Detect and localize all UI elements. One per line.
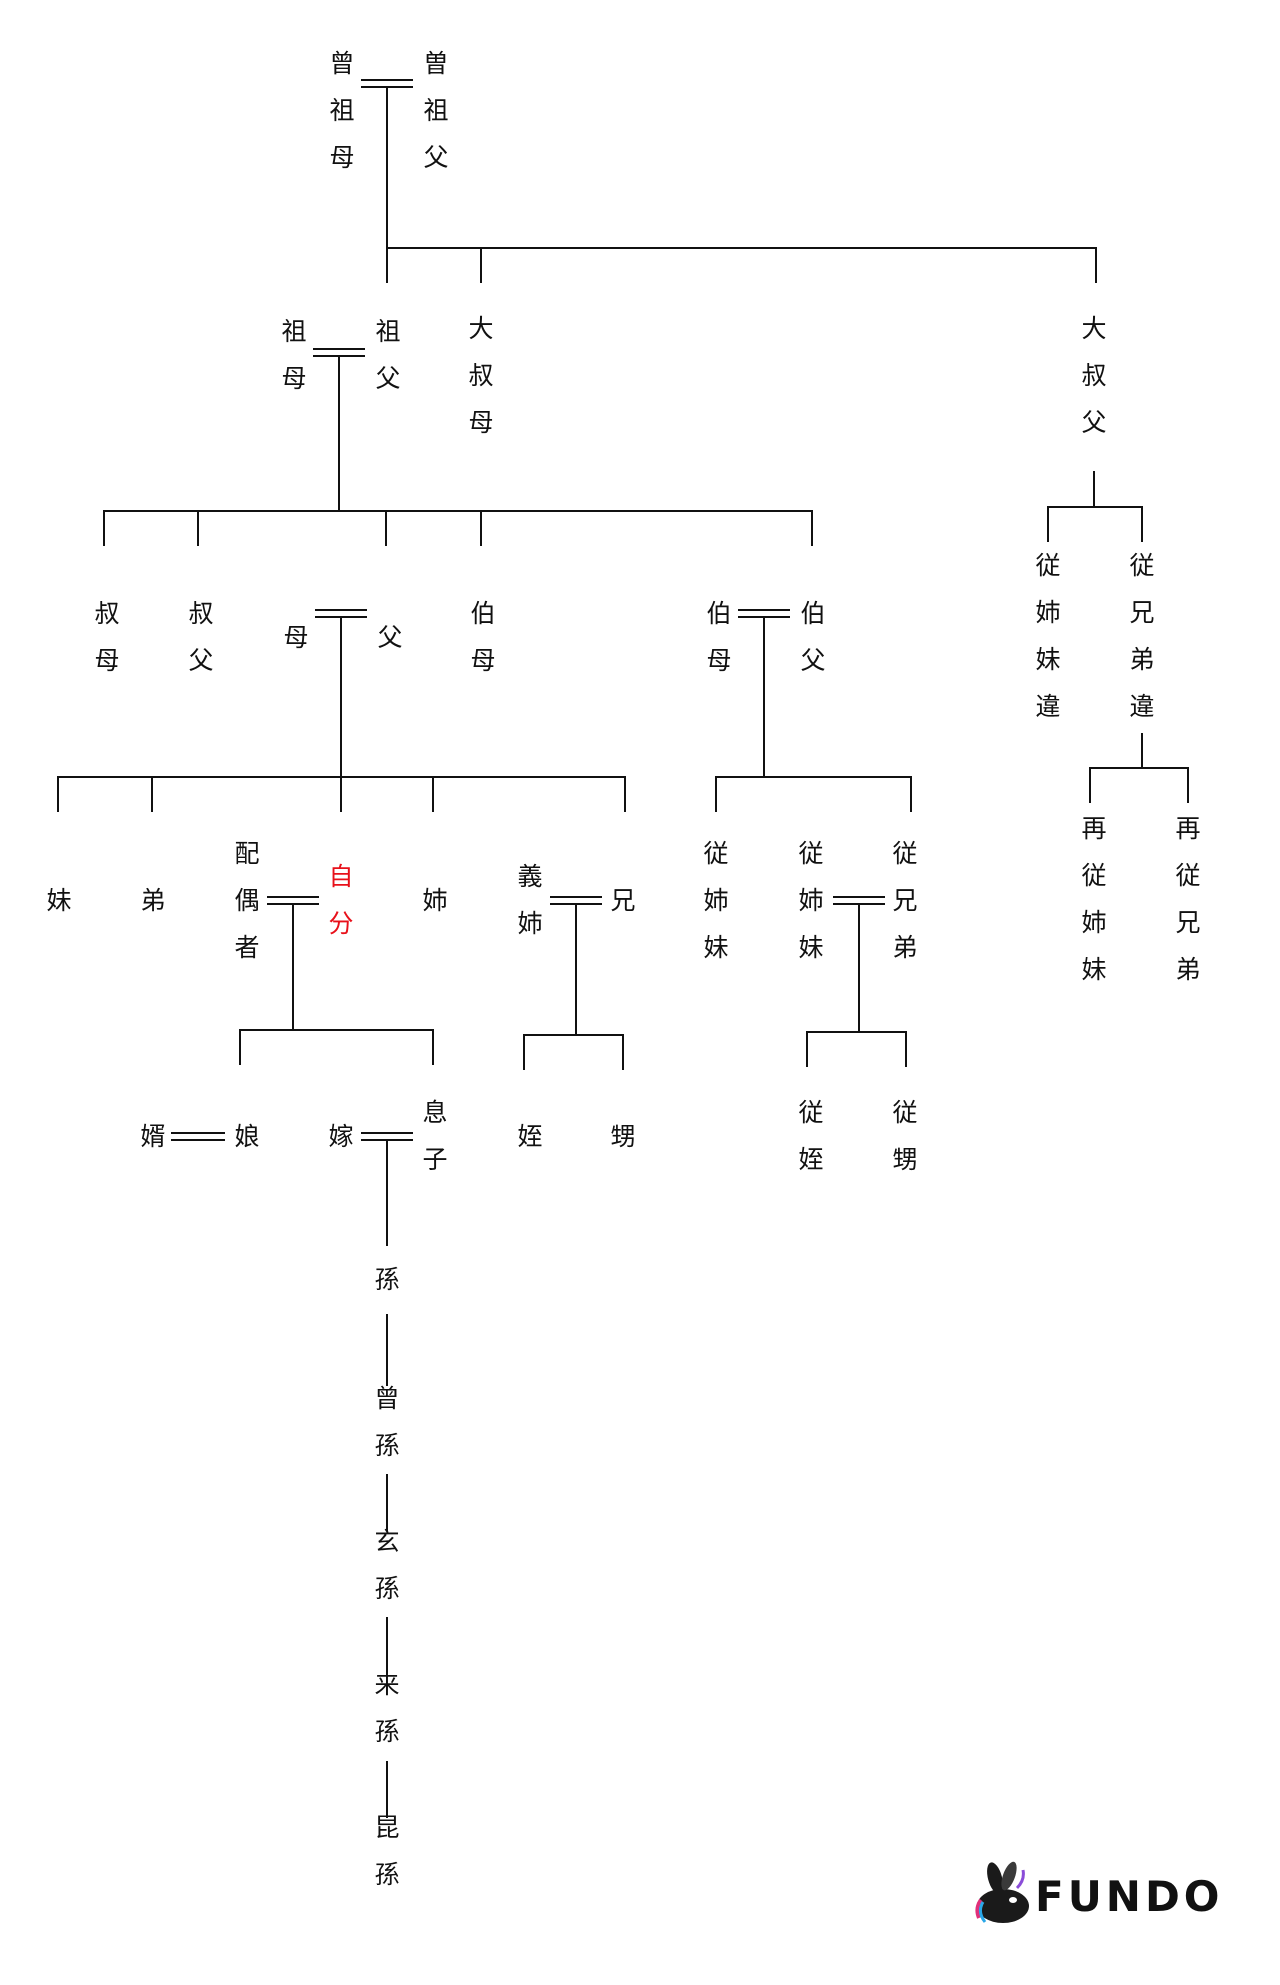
person-great-grandfather: 曽祖父	[423, 49, 449, 172]
person-sister-in-law: 義姉	[517, 862, 543, 938]
person-aunt-elder-by-marriage: 伯母	[706, 599, 732, 675]
person-daughter-in-law: 嫁	[328, 1122, 354, 1151]
person-elder-brother: 兄	[610, 886, 636, 915]
person-son: 息子	[422, 1098, 448, 1174]
person-great-grandmother: 曾祖母	[329, 49, 355, 172]
person-aunt-elder: 伯母	[470, 599, 496, 675]
person-mother: 母	[283, 623, 309, 652]
person-third-cousin-female: 再従姉妹	[1081, 814, 1107, 984]
person-daughter: 娘	[234, 1122, 260, 1151]
person-uncle-elder: 伯父	[800, 599, 826, 675]
person-great-aunt: 大叔母	[468, 314, 494, 437]
person-uncle-younger: 叔父	[188, 599, 214, 675]
brand-logo-text: FUNDO	[1035, 1872, 1224, 1921]
person-nephew: 甥	[610, 1122, 636, 1151]
person-niece: 姪	[517, 1122, 543, 1151]
person-grandmother: 祖母	[281, 317, 307, 393]
rabbit-icon	[975, 1861, 1029, 1923]
person-elder-sister: 姉	[422, 886, 448, 915]
person-self: 自分	[328, 862, 354, 938]
person-third-cousin-male: 再従兄弟	[1175, 814, 1201, 984]
person-cousin-female-2: 従姉妹	[798, 839, 824, 962]
person-father: 父	[377, 623, 403, 652]
person-cousin-nephew: 従甥	[892, 1098, 918, 1174]
person-younger-sister: 妹	[46, 886, 72, 915]
person-second-cousin-male: 従兄弟違	[1129, 551, 1155, 721]
person-younger-brother: 弟	[140, 886, 166, 915]
person-gen6-grandchild: 昆孫	[374, 1813, 400, 1889]
person-cousin-male: 従兄弟	[892, 839, 918, 962]
person-second-cousin-female: 従姉妹違	[1035, 551, 1061, 721]
person-son-in-law: 婿	[140, 1122, 166, 1151]
person-gen5-grandchild: 来孫	[374, 1670, 400, 1746]
person-great-grandchild: 曾孫	[374, 1384, 400, 1460]
person-great-great-grandchild: 玄孫	[374, 1527, 400, 1603]
person-cousin-niece: 従姪	[798, 1098, 824, 1174]
person-grandchild: 孫	[374, 1265, 400, 1294]
person-cousin-female-1: 従姉妹	[703, 839, 729, 962]
person-spouse: 配偶者	[234, 839, 260, 962]
person-aunt-younger: 叔母	[94, 599, 120, 675]
person-great-uncle: 大叔父	[1081, 314, 1107, 437]
person-grandfather: 祖父	[375, 317, 401, 393]
